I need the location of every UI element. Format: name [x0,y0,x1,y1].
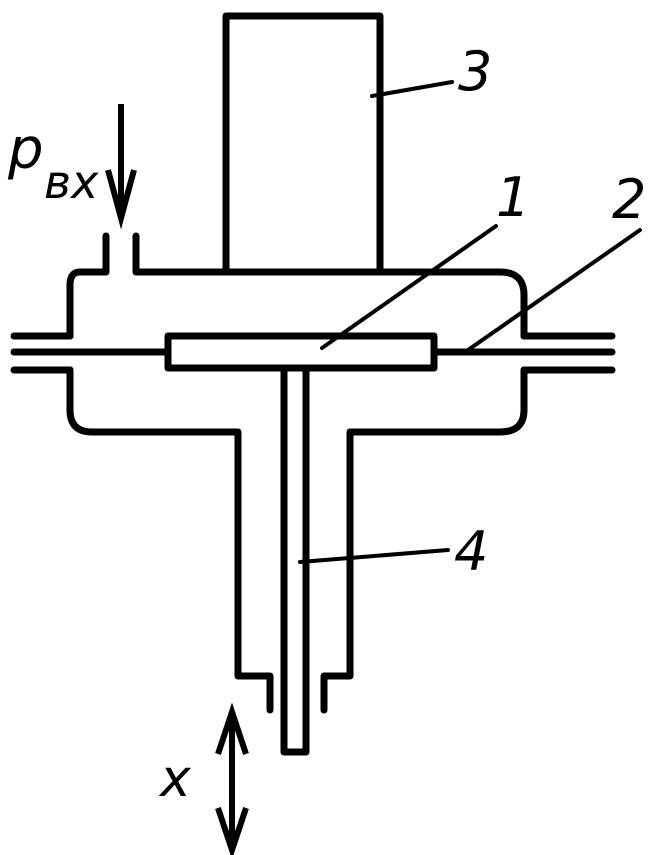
housing-lower-right [320,366,528,714]
housing-upper-right [496,268,528,340]
inlet-pressure-label: p [7,117,44,182]
label-4: 4 [454,520,488,583]
component-1-plate [164,332,438,372]
housing-lower-left [66,366,274,714]
housing-upper-left [66,268,84,340]
label-2: 2 [612,168,646,231]
leader-line-1 [320,224,498,350]
inlet-pipe-right-wall [132,232,504,276]
leader-line-4 [298,548,450,564]
component-3-block [222,12,384,276]
motion-label-x: x [158,749,192,809]
inlet-pressure-subscript: вх [44,155,99,209]
inlet-arrow-icon [105,104,137,230]
label-3: 3 [458,40,492,103]
label-1: 1 [496,166,530,229]
motion-double-arrow-icon [215,702,249,855]
inlet-pipe-left-wall [76,232,110,276]
leader-line-2 [466,228,642,352]
leader-line-3 [370,80,454,98]
